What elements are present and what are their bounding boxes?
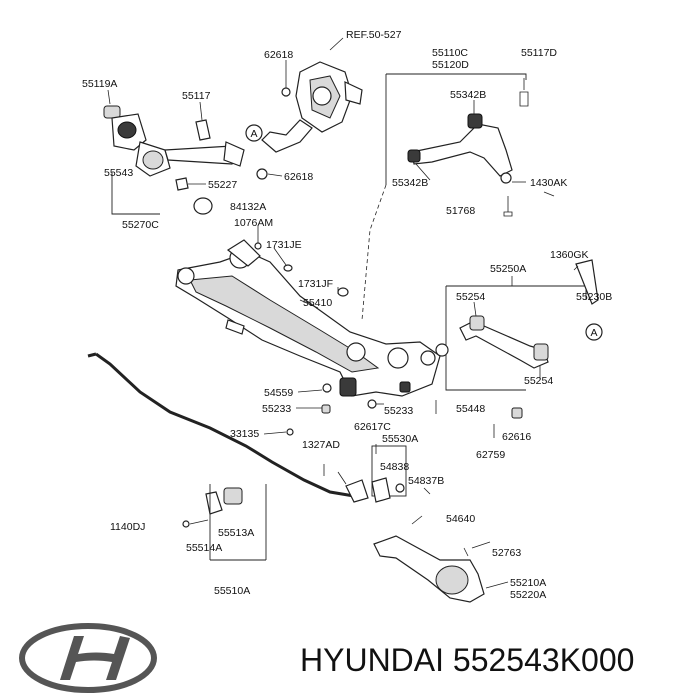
label-1731je: 1731JE (266, 239, 302, 251)
stabilizer-link (371, 444, 431, 503)
label-62616: 62616 (502, 431, 531, 443)
label-55342b-top: 55342B (450, 89, 486, 101)
label-55254-lower: 55254 (524, 375, 553, 387)
label-1430ak: 1430AK (530, 177, 567, 189)
lower-control-arm (373, 535, 485, 603)
group-brackets (111, 172, 267, 561)
label-55233-left: 55233 (262, 403, 291, 415)
label-55510a: 55510A (214, 585, 250, 597)
trailing-arm (103, 89, 283, 215)
label-1140dj: 1140DJ (110, 521, 145, 533)
callout-a-label-1: A (250, 128, 257, 140)
label-55543: 55543 (104, 167, 133, 179)
label-55513a: 55513A (218, 527, 254, 539)
label-55530a: 55530A (382, 433, 418, 445)
callout-a-label-2: A (590, 327, 597, 339)
label-1731jf: 1731JF (298, 278, 333, 290)
label-1076am: 1076AM (234, 217, 273, 229)
label-51768: 51768 (446, 205, 475, 217)
label-55110c: 55110C (432, 47, 468, 59)
label-54838: 54838 (380, 461, 409, 473)
label-62617c: 62617C (354, 421, 391, 433)
label-55448: 55448 (456, 403, 485, 415)
callout-a-lower: A (585, 323, 603, 341)
label-52763: 52763 (492, 547, 521, 559)
callout-a-upper: A (245, 124, 263, 142)
label-55117: 55117 (182, 90, 211, 102)
label-54837b: 54837B (408, 475, 444, 487)
label-55233-right: 55233 (384, 405, 413, 417)
label-55230b: 55230B (576, 291, 612, 303)
label-62759: 62759 (476, 449, 505, 461)
hyundai-logo-icon (19, 623, 157, 693)
label-55410: 55410 (303, 297, 332, 309)
part-number-caption: HYUNDAI 552543K000 (300, 642, 635, 678)
label-33135: 33135 (230, 428, 259, 440)
label-55120d: 55120D (432, 59, 469, 71)
label-55119a: 55119A (82, 78, 117, 90)
label-55220a: 55220A (510, 589, 546, 601)
label-55514a: 55514A (186, 542, 222, 554)
label-55227: 55227 (208, 179, 237, 191)
label-84132a: 84132A (230, 201, 266, 213)
lateral-arm-group (435, 259, 599, 391)
label-55117d: 55117D (521, 47, 557, 59)
crossmember-subframe (175, 226, 441, 409)
label-55342b-bottom: 55342B (392, 177, 428, 189)
label-62618-a: 62618 (264, 49, 293, 61)
knuckle-assembly (261, 27, 435, 153)
upper-arm-group (361, 73, 555, 321)
label-1327ad: 1327AD (302, 439, 340, 451)
label-1360gk: 1360GK (550, 249, 589, 261)
label-ref-50-527: REF.50-527 (346, 29, 402, 41)
label-62618-b: 62618 (284, 171, 313, 183)
label-55210a: 55210A (510, 577, 546, 589)
fasteners (286, 383, 523, 525)
leader-lines (263, 100, 541, 589)
label-54559: 54559 (264, 387, 293, 399)
label-55270c: 55270C (122, 219, 159, 231)
label-55254-upper: 55254 (456, 291, 485, 303)
label-54640: 54640 (446, 513, 475, 525)
label-55250a: 55250A (490, 263, 526, 275)
